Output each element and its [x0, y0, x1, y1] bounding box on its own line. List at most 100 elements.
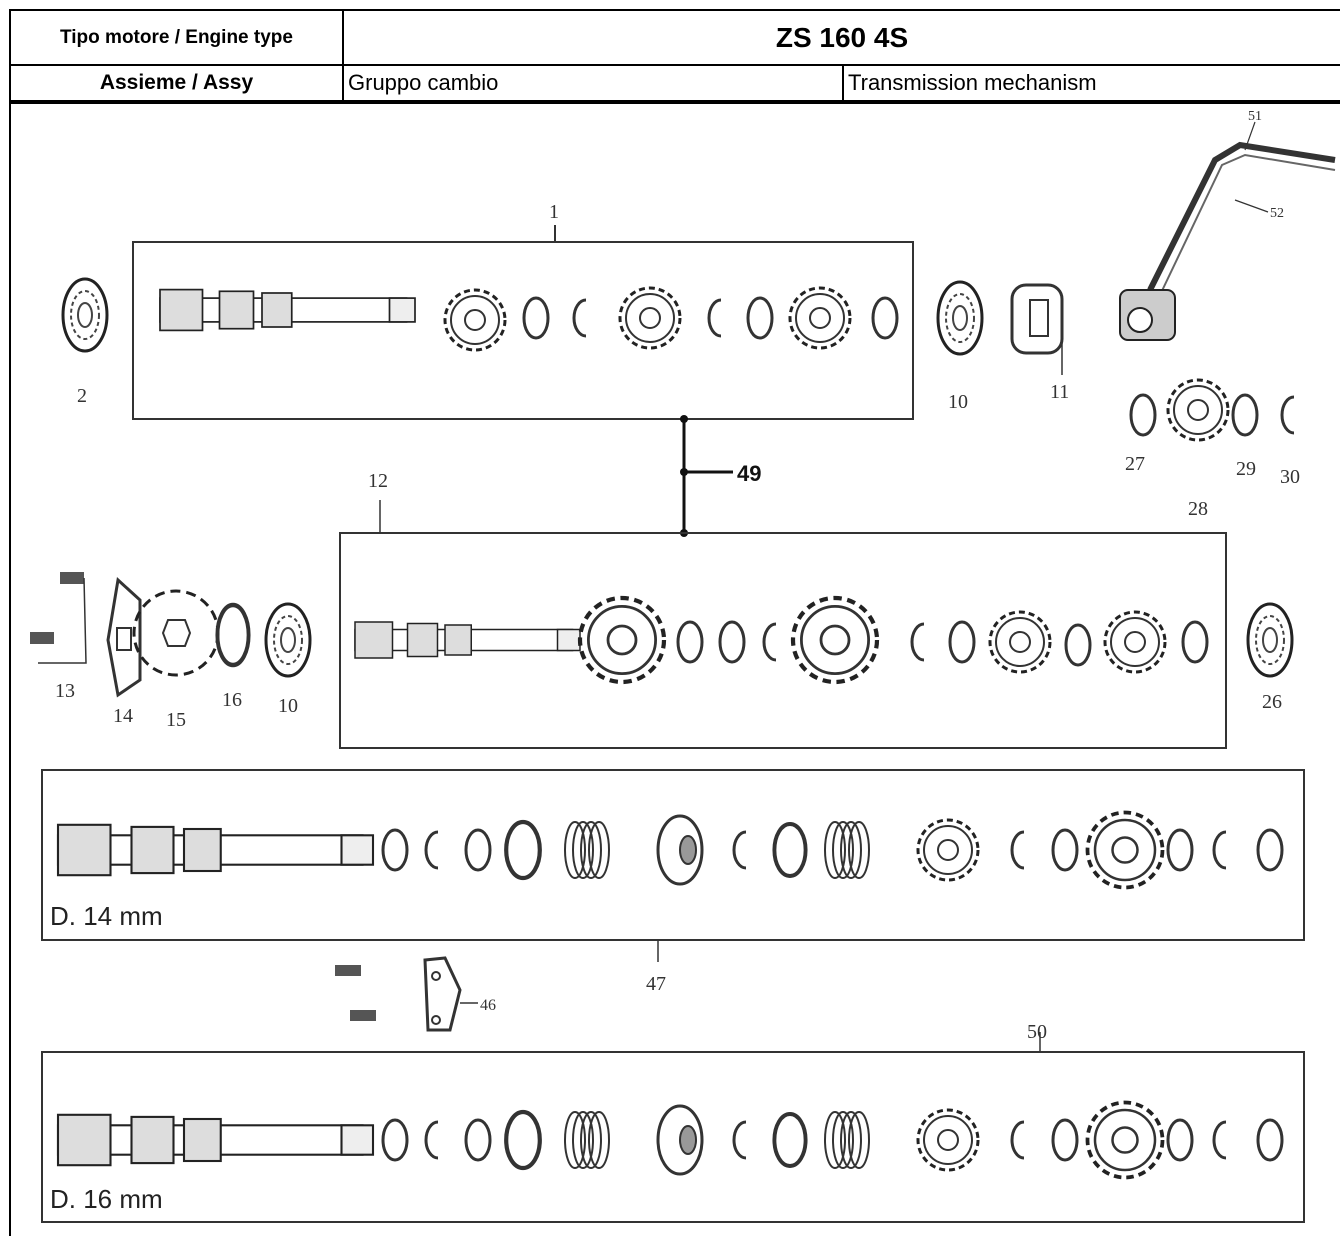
part-bearing-26 [1246, 602, 1294, 678]
part-bushing-11 [1010, 283, 1064, 355]
part-k16-clip-a [424, 1120, 440, 1160]
part-kick-shaft-16 [56, 1113, 375, 1167]
part-k16-washer-a [381, 1118, 409, 1162]
part-k14-washer-f [1256, 828, 1284, 872]
callout-26: 26 [1262, 691, 1282, 713]
assembly-box-12 [339, 532, 1227, 749]
engine-type-value: ZS 160 4S [775, 21, 909, 53]
part-k16-washer-d [1051, 1118, 1079, 1162]
part-circlip-a [572, 298, 588, 338]
assy-english: Transmission mechanism [848, 70, 1097, 95]
part-washer-f [948, 620, 976, 664]
part-k16-clip-b [732, 1120, 748, 1160]
part-plate-14 [106, 577, 142, 698]
part-k16-washer-e [1166, 1118, 1194, 1162]
callout-10b: 10 [278, 695, 298, 717]
part-bracket-46 [335, 956, 478, 1032]
callout-29: 29 [1236, 458, 1256, 480]
part-gear-d [580, 598, 664, 682]
callout-49: 49 [737, 461, 761, 486]
part-circlip-30 [1280, 395, 1296, 435]
callout-10a: 10 [948, 391, 968, 413]
callout-16: 16 [222, 689, 242, 711]
callout-30: 30 [1280, 466, 1300, 488]
frame-left-border [9, 99, 11, 1236]
header-row-engine: Tipo motore / Engine type ZS 160 4S [11, 11, 1340, 66]
part-gear-28 [1166, 378, 1230, 442]
part-k14-washer-b [464, 828, 492, 872]
part-k14-spring-b [824, 821, 870, 879]
header-table: Tipo motore / Engine type ZS 160 4S Assi… [9, 9, 1340, 104]
callout-47: 47 [646, 973, 666, 995]
part-k16-ratchet [656, 1104, 704, 1176]
part-k14-washer-d [1051, 828, 1079, 872]
part-k16-spring [564, 1111, 610, 1169]
part-k16-clip-c [1010, 1120, 1026, 1160]
callout-15: 15 [166, 709, 186, 731]
callout-52: 52 [1270, 206, 1284, 221]
part-k16-gear-b [1085, 1100, 1165, 1180]
part-k16-collar [506, 1112, 540, 1168]
part-k16-washer-f [1256, 1118, 1284, 1162]
part-bolts-13 [30, 572, 87, 664]
assembly-box-1 [132, 241, 914, 420]
part-washer-e [718, 620, 746, 664]
part-k14-gear-a [916, 818, 980, 882]
part-gear-a [443, 288, 507, 352]
part-seal-16 [217, 605, 248, 665]
part-bearing-10a [936, 280, 984, 356]
part-k14-clip-c [1010, 830, 1026, 870]
engine-type-label: Tipo motore / Engine type [11, 11, 344, 64]
callout-51: 51 [1248, 109, 1262, 124]
part-gear-c [788, 286, 852, 350]
part-gear-e [793, 598, 877, 682]
part-k14-clip-a [424, 830, 440, 870]
part-k16-washer-c [772, 1112, 808, 1168]
callout-11: 11 [1050, 381, 1069, 403]
assembly-box-47 [41, 769, 1305, 941]
part-washer-29 [1231, 393, 1259, 437]
part-gear-b [618, 286, 682, 350]
part-k16-clip-d [1212, 1120, 1228, 1160]
part-k14-washer-e [1166, 828, 1194, 872]
part-k16-gear-a [916, 1108, 980, 1172]
part-k14-clip-b [732, 830, 748, 870]
part-bearing-2 [61, 277, 109, 353]
part-k14-clip-d [1212, 830, 1228, 870]
assy-label: Assieme / Assy [11, 66, 344, 100]
part-sprocket-15 [132, 589, 220, 677]
part-output-shaft [354, 621, 581, 659]
part-k14-spring [564, 821, 610, 879]
part-gear-g [1103, 610, 1167, 674]
callout-50: 50 [1027, 1021, 1047, 1043]
part-k14-washer-c [772, 822, 808, 878]
part-input-shaft [159, 288, 416, 332]
callout-13: 13 [55, 680, 75, 702]
part-washer-h [1181, 620, 1209, 664]
callout-46: 46 [480, 997, 496, 1014]
part-k14-washer-a [381, 828, 409, 872]
part-washer-g [1064, 623, 1092, 667]
part-circlip-b [707, 298, 723, 338]
part-washer-c [871, 296, 899, 340]
part-bearing-10b [264, 602, 312, 678]
shaft-label-14mm: D. 14 mm [50, 901, 163, 931]
part-circlip-e [910, 622, 926, 662]
part-k16-washer-b [464, 1118, 492, 1162]
part-k14-collar [506, 822, 540, 878]
part-washer-27 [1129, 393, 1157, 437]
part-k16-spring-b [824, 1111, 870, 1169]
callout-1: 1 [549, 201, 559, 223]
callout-12: 12 [368, 470, 388, 492]
callout-14: 14 [113, 705, 133, 727]
callout-2: 2 [77, 385, 87, 407]
part-kick-lever [1119, 141, 1336, 341]
callout-27: 27 [1125, 453, 1145, 475]
shaft-label-16mm: D. 16 mm [50, 1184, 163, 1214]
part-kick-shaft-14 [56, 823, 375, 877]
part-washer-a [522, 296, 550, 340]
part-k14-gear-b [1085, 810, 1165, 890]
part-circlip-d [762, 622, 778, 662]
part-washer-b [746, 296, 774, 340]
